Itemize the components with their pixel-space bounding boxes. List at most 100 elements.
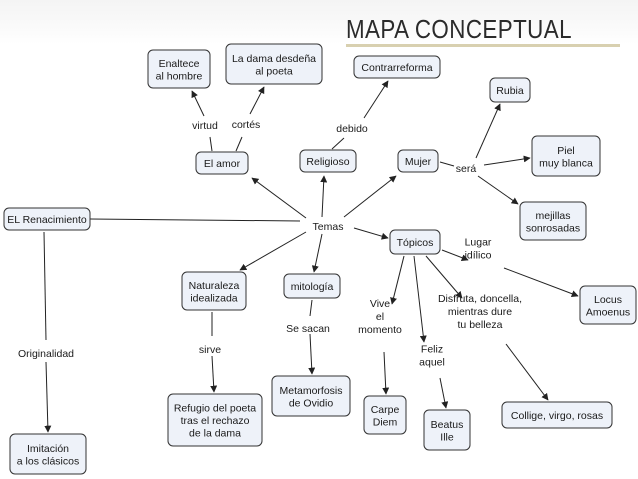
node-box bbox=[353, 55, 441, 79]
edge-sera-rubia bbox=[475, 103, 501, 159]
node-label: mitología bbox=[291, 281, 334, 293]
edge-religioso-debido bbox=[331, 137, 345, 150]
edges-layer bbox=[43, 80, 579, 433]
edge-virtud-enaltece bbox=[191, 90, 205, 117]
link-label-debido: debido bbox=[336, 123, 368, 135]
edge-mitologia-sesacan bbox=[309, 299, 313, 317]
node-label: Religioso bbox=[306, 156, 349, 168]
node-box bbox=[299, 149, 357, 173]
node-box bbox=[489, 77, 531, 103]
node-label: Collige, virgo, rosas bbox=[511, 410, 603, 422]
node-box bbox=[147, 49, 211, 89]
node-box bbox=[531, 135, 601, 177]
edge-vive-carpe bbox=[382, 351, 390, 395]
node-box bbox=[397, 149, 439, 173]
edge-debido-contrarreforma bbox=[363, 80, 389, 119]
edge-amor-cortes bbox=[235, 136, 243, 152]
node-box bbox=[579, 285, 637, 325]
node-amor: El amor bbox=[195, 151, 249, 175]
node-box bbox=[167, 393, 263, 447]
node-box bbox=[271, 375, 351, 417]
link-label-originalidad: Originalidad bbox=[18, 348, 74, 360]
link-label-virtud: virtud bbox=[192, 120, 218, 132]
node-renacimiento: EL Renacimiento bbox=[3, 207, 91, 231]
node-box bbox=[389, 229, 441, 255]
node-label: Mujer bbox=[405, 156, 432, 168]
node-box bbox=[225, 43, 323, 85]
edge-topicos-disfruta bbox=[425, 255, 463, 299]
node-box bbox=[283, 273, 341, 299]
edge-temas-topicos bbox=[353, 227, 389, 240]
node-contrarreforma: Contrarreforma bbox=[353, 55, 441, 79]
header-band bbox=[0, 0, 638, 44]
edge-cortes-dama bbox=[249, 86, 265, 115]
edge-topicos-lugar bbox=[441, 249, 469, 262]
node-label: EL Renacimiento bbox=[7, 214, 87, 226]
node-box bbox=[519, 201, 587, 241]
link-label-sirve: sirve bbox=[199, 344, 221, 356]
title-underline bbox=[346, 44, 620, 47]
edge-sirve-refugio bbox=[210, 355, 218, 393]
node-topicos: Tópicos bbox=[389, 229, 441, 255]
edge-temas-mujer bbox=[343, 175, 397, 218]
link-label-sera: será bbox=[456, 163, 477, 175]
edge-temas-mitologia bbox=[311, 233, 323, 273]
node-label: Contrarreforma bbox=[361, 62, 432, 74]
node-box bbox=[423, 409, 471, 451]
edge-topicos-vive bbox=[390, 255, 405, 305]
edge-temas-religioso bbox=[320, 175, 328, 218]
node-mitologia: mitología bbox=[283, 273, 341, 299]
node-temas: Temas bbox=[313, 221, 344, 233]
node-religioso: Religioso bbox=[299, 149, 357, 173]
edge-sera-piel bbox=[483, 155, 531, 166]
edge-sesacan-metamorfosis bbox=[308, 333, 316, 375]
node-box bbox=[363, 395, 407, 435]
node-collige: Collige, virgo, rosas bbox=[501, 401, 613, 429]
page-title: MAPA CONCEPTUAL bbox=[346, 14, 572, 44]
edge-sera-mejillas bbox=[477, 175, 519, 205]
edge-renacimiento-originalidad bbox=[43, 231, 47, 341]
node-box bbox=[501, 401, 613, 429]
node-label: El amor bbox=[204, 158, 241, 170]
edge-mujer-sera bbox=[439, 161, 455, 167]
node-label: Tópicos bbox=[397, 237, 434, 249]
node-box bbox=[195, 151, 249, 175]
edge-originalidad-imitacion bbox=[44, 361, 52, 433]
edge-amor-virtud bbox=[209, 136, 213, 152]
edge-temas-naturaleza bbox=[239, 231, 307, 271]
edge-disfruta-collige bbox=[505, 343, 549, 401]
node-box bbox=[181, 271, 247, 311]
edge-lugar-locus bbox=[503, 267, 579, 298]
node-box bbox=[9, 433, 87, 475]
node-box bbox=[3, 207, 91, 231]
edge-renacimiento-temas bbox=[89, 218, 301, 222]
node-label: Rubia bbox=[496, 85, 524, 97]
edge-topicos-feliz bbox=[413, 255, 427, 343]
